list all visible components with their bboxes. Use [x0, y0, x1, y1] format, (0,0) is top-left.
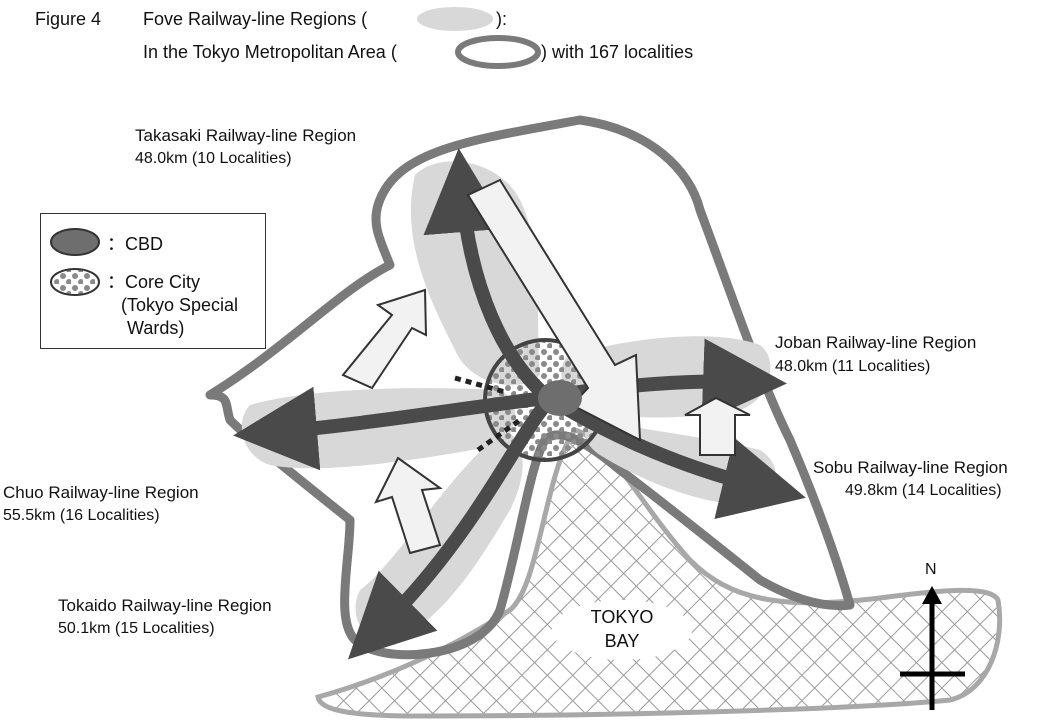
- takasaki-region-detail: 48.0km (10 Localities): [135, 150, 292, 167]
- header-line2: In the Tokyo Metropolitan Area (: [143, 42, 397, 62]
- header-line2-end: ) with 167 localities: [541, 42, 694, 62]
- sobu-region-detail: 49.8km (14 Localities): [845, 482, 1002, 499]
- tokaido-region-name: Tokaido Railway-line Region: [58, 596, 272, 615]
- figure-label: Figure 4: [35, 9, 102, 29]
- light-arrow-right: [684, 396, 751, 456]
- tokyo-bay-label-line2: BAY: [604, 631, 640, 651]
- tokyo-bay-label-bg: [552, 600, 692, 660]
- joban-region-detail: 48.0km (11 Localities): [775, 358, 931, 375]
- core-dash-2: [476, 417, 522, 453]
- tokyo-bay-label-line1: TOKYO: [590, 607, 654, 627]
- compass-north-label: N: [925, 561, 937, 578]
- legend-core-city-label: ：Core City: [107, 272, 201, 292]
- region-legend-swatch: [417, 7, 493, 31]
- core-dash-1: [454, 375, 506, 395]
- legend-core-city-line2: (Tokyo Special: [121, 295, 239, 315]
- chuo-line-arrow: [233, 386, 546, 471]
- takasaki-line-arrow: [423, 148, 550, 401]
- tokyo-bay-area: [315, 427, 1003, 719]
- legend-core-city-line3: Wards): [127, 318, 185, 338]
- light-arrow-lower-left: [374, 456, 443, 555]
- sobu-region-name: Sobu Railway-line Region: [813, 458, 1008, 477]
- header-line1-end: ):: [496, 9, 507, 29]
- header-line1: Fove Railway-line Regions (: [143, 9, 368, 29]
- takasaki-region-name: Takasaki Railway-line Region: [135, 126, 357, 145]
- core-city-legend-icon: [50, 268, 100, 296]
- light-arrow-big: [466, 178, 642, 442]
- legend-symbols: [50, 228, 100, 296]
- legend-cbd-label: ：CBD: [107, 234, 164, 254]
- light-arrow-upper-left: [341, 288, 428, 390]
- joban-line-arrow: [558, 338, 787, 423]
- chuo-region-name: Chuo Railway-line Region: [3, 483, 199, 502]
- cbd-legend-icon: [50, 228, 100, 256]
- chuo-region-detail: 55.5km (16 Localities): [3, 507, 160, 524]
- tokaido-line-arrow: [347, 400, 551, 660]
- joban-region-name: Joban Railway-line Region: [775, 333, 977, 352]
- legend-box: ：CBD ：Core City (Tokyo Special Wards): [40, 213, 266, 349]
- compass-arrowhead: [922, 586, 942, 604]
- area-legend-swatch: [455, 35, 541, 69]
- sobu-line-arrow: [556, 398, 806, 520]
- cbd-ellipse: [538, 380, 582, 416]
- tokaido-region-detail: 50.1km (15 Localities): [58, 620, 215, 637]
